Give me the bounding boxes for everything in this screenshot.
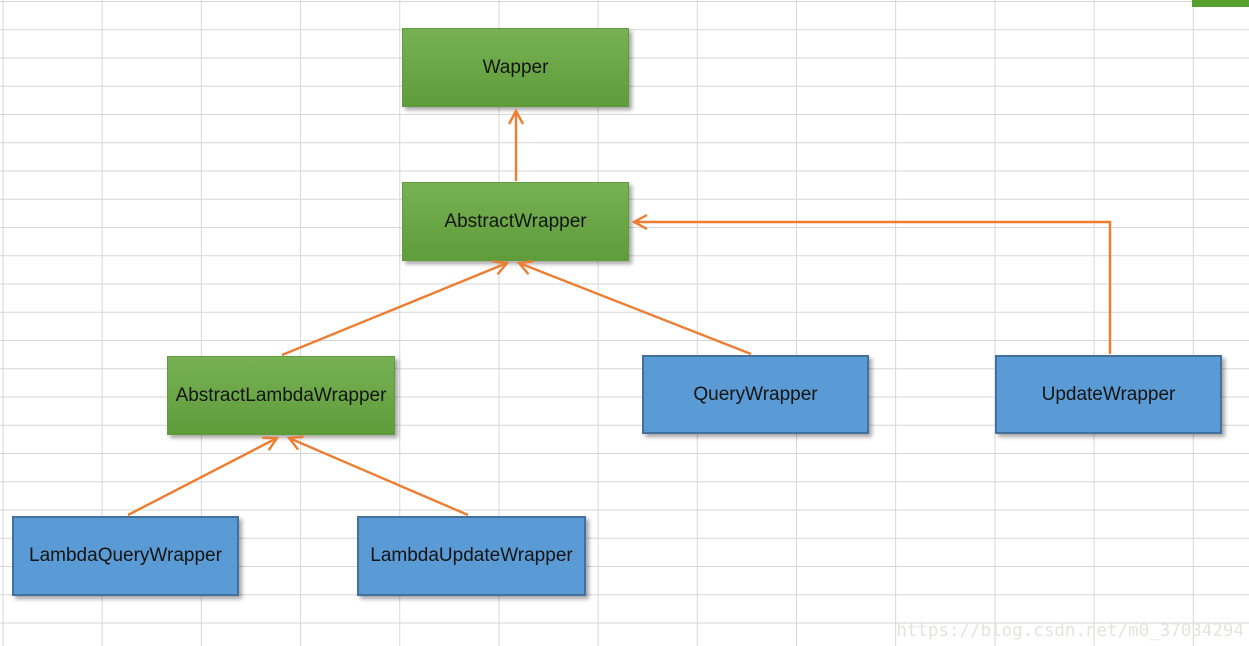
node-label: QueryWrapper [693,383,818,405]
corner-accent-strip [1192,0,1249,7]
node-lambda-update-wrapper[interactable]: LambdaUpdateWrapper [357,516,586,596]
node-label: Wapper [482,56,549,78]
node-label: UpdateWrapper [1041,383,1176,405]
watermark-url: https://blog.csdn.net/m0_37034294 [896,621,1244,641]
node-label: AbstractWrapper [444,210,587,232]
edge-lambda-query-wrapper-to-abstract-lambda-wrapper [127,436,280,517]
node-abstract-lambda-wrapper[interactable]: AbstractLambdaWrapper [167,356,395,435]
edge-query-wrapper-to-abstract-wrapper [516,260,752,356]
edge-update-wrapper-to-abstract-wrapper [631,213,1112,354]
node-label: LambdaUpdateWrapper [370,545,573,566]
edge-lambda-update-wrapper-to-abstract-lambda-wrapper [286,435,469,517]
edge-abstract-lambda-wrapper-to-abstract-wrapper [281,260,510,357]
node-label: AbstractLambdaWrapper [175,384,387,406]
node-label: LambdaQueryWrapper [29,545,222,566]
node-query-wrapper[interactable]: QueryWrapper [642,355,869,434]
node-update-wrapper[interactable]: UpdateWrapper [995,355,1222,434]
node-wrapper[interactable]: Wapper [402,28,629,107]
node-lambda-query-wrapper[interactable]: LambdaQueryWrapper [12,516,239,596]
node-abstract-wrapper[interactable]: AbstractWrapper [402,182,629,261]
